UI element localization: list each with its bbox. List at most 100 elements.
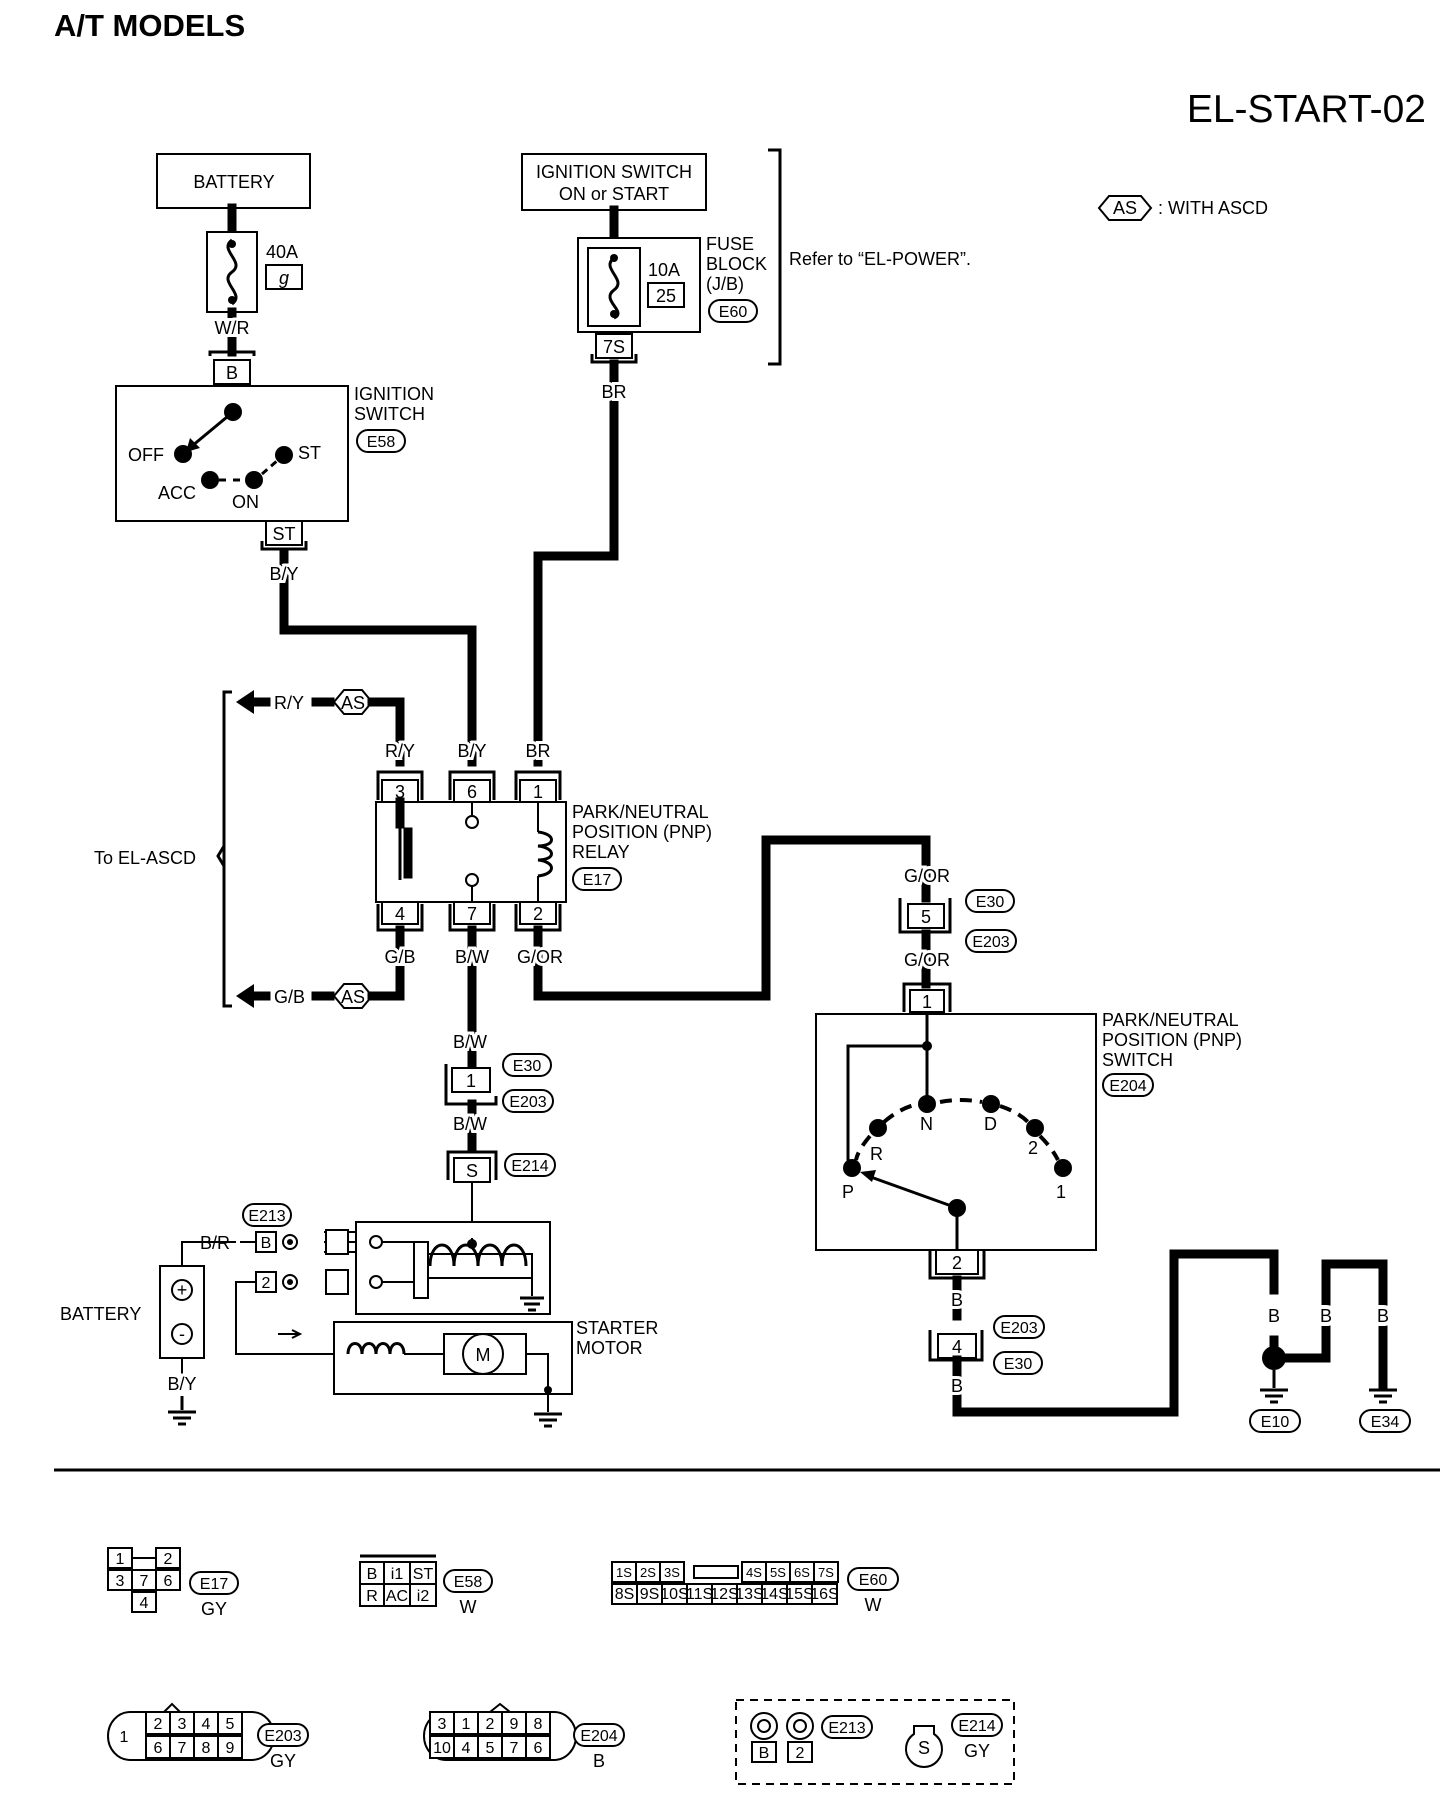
svg-text:POSITION (PNP): POSITION (PNP) — [1102, 1030, 1242, 1050]
svg-text:E213: E213 — [248, 1208, 285, 1225]
svg-text:1: 1 — [922, 992, 932, 1012]
connector-cell-label: 5 — [486, 1740, 495, 1757]
svg-text:3: 3 — [116, 1573, 125, 1590]
connector-view-e17: 1 2 3 7 6 4 E17 GY — [107, 1547, 239, 1619]
svg-text:G/OR: G/OR — [904, 950, 950, 970]
svg-text:W: W — [865, 1595, 882, 1615]
wire-label-br-top: BR — [601, 382, 626, 402]
svg-text:E60: E60 — [859, 1572, 888, 1589]
svg-text:1: 1 — [1056, 1182, 1066, 1202]
relay-pin-6: 6 — [467, 782, 477, 802]
connector-cell-label: 14S — [760, 1586, 788, 1603]
svg-text:B: B — [1268, 1306, 1280, 1326]
connector-cell-label: 3 — [178, 1716, 187, 1733]
svg-text:E17: E17 — [200, 1576, 229, 1593]
connector-view-e60: 1S2S3S1S2S3S4S5S6S7S 8S9S10S11S12S13S14S… — [611, 1561, 899, 1615]
svg-text:SWITCH: SWITCH — [1102, 1050, 1173, 1070]
wire-label-by-top: B/Y — [269, 564, 298, 584]
connector-cell-label: 2 — [486, 1716, 495, 1733]
fuse-block: 10A 25 FUSE BLOCK (J/B) E60 7S — [577, 234, 767, 364]
svg-text:MOTOR: MOTOR — [576, 1338, 643, 1358]
connector-view-e58: B i1 ST R AC i2 E58 W — [359, 1554, 493, 1617]
svg-text:g: g — [279, 268, 289, 288]
svg-text:B/R: B/R — [200, 1233, 230, 1253]
svg-text:G/B: G/B — [274, 987, 305, 1007]
svg-text:E204: E204 — [580, 1728, 617, 1745]
svg-text:10A: 10A — [648, 260, 680, 280]
legend-badge — [1097, 195, 1153, 221]
connector-cell — [217, 1735, 243, 1759]
svg-text:FUSE: FUSE — [706, 234, 754, 254]
ign-term-st: ST — [272, 524, 295, 544]
svg-text:E213: E213 — [828, 1720, 865, 1737]
motor-symbol: M — [476, 1345, 491, 1365]
connector-cell-label: 1S — [616, 1565, 632, 1580]
ignition-switch: B OFF ACC ON ST IGNITION SWITCH E58 ST — [115, 350, 434, 551]
connector-cell-label: 10S — [660, 1586, 688, 1603]
svg-text:GY: GY — [201, 1599, 227, 1619]
pnp-relay: R/Y B/Y BR 3 6 1 PARK/NEUTRAL POSITION (… — [375, 738, 712, 932]
connector-cell — [813, 1561, 839, 1583]
connector-cell-label: 4S — [746, 1565, 762, 1580]
ign-st: ST — [298, 443, 321, 463]
connector-cell-label: 8 — [202, 1740, 211, 1757]
connector-cell-label: 4 — [202, 1716, 211, 1733]
connector-cell-label: 11S — [686, 1586, 713, 1603]
wire-br — [533, 359, 619, 767]
svg-text:IGNITION SWITCH: IGNITION SWITCH — [536, 162, 692, 182]
ignition-source: IGNITION SWITCH ON or START — [521, 153, 707, 211]
connector-cell-label: 3 — [438, 1716, 447, 1733]
connector-cell-label: 10 — [433, 1740, 451, 1757]
svg-text:B: B — [759, 1745, 770, 1762]
svg-text:(J/B): (J/B) — [706, 274, 744, 294]
ign-off: OFF — [128, 445, 164, 465]
svg-text:E214: E214 — [511, 1158, 548, 1175]
svg-text:W: W — [460, 1597, 477, 1617]
connector-cell-label: 12S — [710, 1586, 738, 1603]
connector-cell-label: 5 — [226, 1716, 235, 1733]
svg-text:40A: 40A — [266, 242, 298, 262]
svg-text:S: S — [466, 1161, 478, 1181]
connector-cell — [525, 1711, 551, 1735]
to-el-ascd: To EL-ASCD — [94, 848, 196, 868]
svg-text:E30: E30 — [1004, 1356, 1033, 1373]
svg-text:E203: E203 — [264, 1728, 301, 1745]
svg-text:B/W: B/W — [453, 1032, 487, 1052]
svg-text:E203: E203 — [509, 1094, 546, 1111]
svg-text:E58: E58 — [454, 1574, 483, 1591]
svg-text:4: 4 — [140, 1595, 149, 1612]
fuse-term-7s: 7S — [603, 337, 625, 357]
svg-text:E30: E30 — [513, 1058, 542, 1075]
connector-cell-label: 9 — [226, 1740, 235, 1757]
svg-text:1: 1 — [116, 1551, 125, 1568]
svg-text:P: P — [842, 1182, 854, 1202]
svg-text:B: B — [261, 1235, 272, 1252]
svg-text:2: 2 — [1028, 1138, 1038, 1158]
connector-cell-label: 6 — [154, 1740, 163, 1757]
svg-text:4: 4 — [952, 1337, 962, 1357]
svg-text:R/Y: R/Y — [274, 693, 304, 713]
legend-text: : WITH ASCD — [1158, 198, 1268, 218]
svg-text:2: 2 — [164, 1551, 173, 1568]
svg-text:BATTERY: BATTERY — [60, 1304, 141, 1324]
fusible-link-40a: 40A g — [206, 231, 303, 313]
connector-cell-label: 2 — [154, 1716, 163, 1733]
svg-text:25: 25 — [656, 286, 676, 306]
relay-pin-1: 1 — [533, 782, 543, 802]
svg-text:7: 7 — [140, 1573, 149, 1590]
relay-wire-bot-3: G/OR — [517, 947, 563, 967]
wire-gor-1 — [533, 835, 931, 1001]
relay-wire-top-2: B/Y — [457, 741, 486, 761]
svg-text:B: B — [1320, 1306, 1332, 1326]
ign-acc: ACC — [158, 483, 196, 503]
connector-cell-label: 3S — [664, 1565, 680, 1580]
power-bracket — [768, 148, 782, 366]
starter-feed: B/W 1 E30 E203 B/W S E214 — [444, 1029, 556, 1238]
ign-on: ON — [232, 492, 259, 512]
svg-text:6: 6 — [164, 1573, 173, 1590]
conn-e17: E17 — [583, 872, 612, 889]
svg-text:5: 5 — [921, 907, 931, 927]
wire-label-wr: W/R — [215, 318, 250, 338]
